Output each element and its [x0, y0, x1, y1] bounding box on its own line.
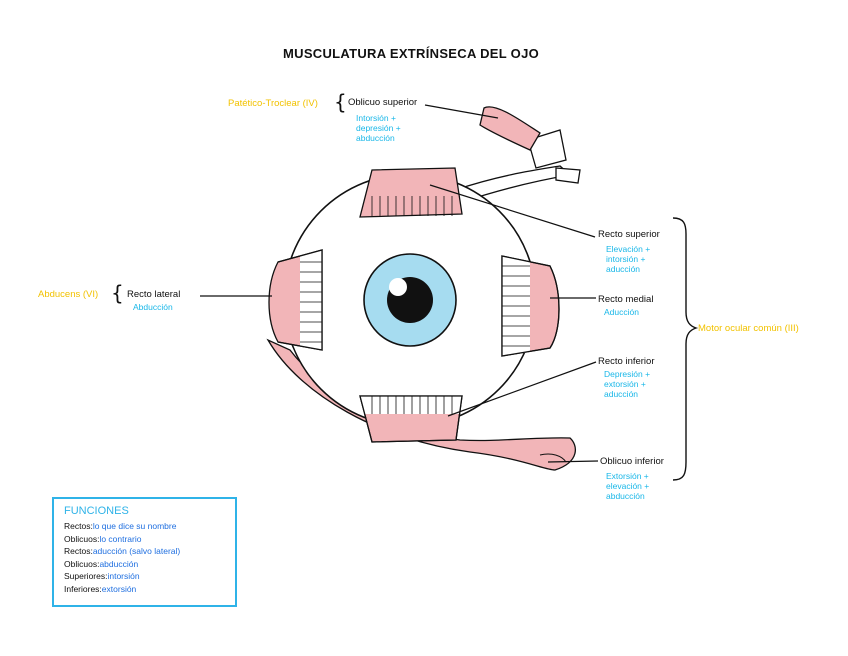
actions-recto-lateral: Abducción [133, 302, 173, 312]
leader-lines [200, 104, 599, 463]
funciones-row: Superiores:intorsión [64, 571, 140, 581]
funciones-row: Oblicuos:lo contrario [64, 533, 142, 544]
page-title: MUSCULATURA EXTRÍNSECA DEL OJO [283, 46, 540, 61]
nerve-troclear: Patético-Troclear (IV) [228, 98, 318, 109]
medial-rectus-muscle [501, 255, 560, 357]
actions-oblicuo-superior: Intorsión + depresión + abducción [356, 113, 401, 143]
muscle-recto-inferior: Recto inferior [598, 356, 655, 367]
funciones-row: Rectos:aducción (salvo lateral) [64, 546, 181, 556]
nerve-abducens: Abducens (VI) [38, 289, 99, 300]
funciones-box: FUNCIONES Rectos:lo que dice su nombre O… [52, 497, 237, 607]
iris-pupil [363, 253, 457, 347]
motor-ocular-brace [672, 217, 699, 481]
muscle-oblicuo-superior: Oblicuo superior [348, 97, 418, 108]
muscle-recto-medial: Recto medial [598, 294, 654, 305]
muscle-oblicuo-inferior: Oblicuo inferior [600, 456, 664, 467]
funciones-title: FUNCIONES [64, 505, 129, 517]
brace-abducens: { [111, 281, 124, 305]
actions-recto-superior: Elevación + intorsión + aducción [606, 244, 651, 274]
superior-oblique-muscle [454, 106, 581, 203]
muscle-recto-lateral: Recto lateral [127, 289, 181, 300]
funciones-row: Inferiores:extorsión [64, 583, 137, 594]
actions-recto-medial: Aducción [604, 307, 639, 317]
funciones-row: Oblicuos:abducción [64, 558, 139, 569]
nerve-motor-ocular: Motor ocular común (III) [698, 323, 799, 334]
inferior-rectus-muscle [359, 395, 463, 443]
brace-troclear: { [334, 90, 347, 114]
actions-oblicuo-inferior: Extorsión + elevación + abducción [606, 471, 650, 501]
muscle-recto-superior: Recto superior [598, 229, 660, 240]
superior-rectus-muscle [359, 167, 463, 218]
funciones-row: Rectos:lo que dice su nombre [64, 521, 177, 531]
actions-recto-inferior: Depresión + extorsión + aducción [604, 369, 651, 399]
lateral-rectus-muscle [268, 249, 323, 351]
